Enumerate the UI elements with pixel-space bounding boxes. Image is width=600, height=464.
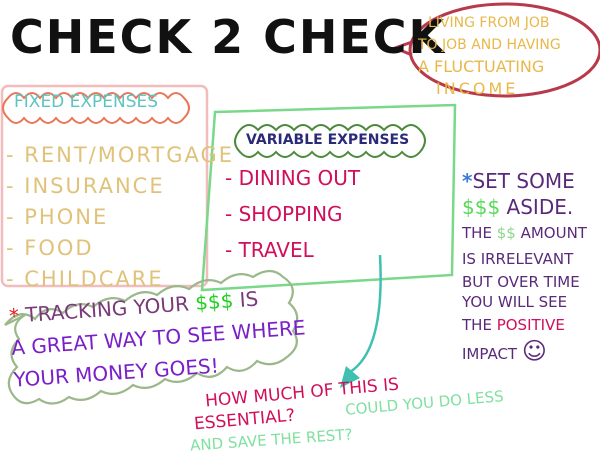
money-text: $$$ [194, 288, 235, 315]
list-item: - PHONE [6, 205, 109, 229]
variable-expenses-heading: VARIABLE EXPENSES [246, 132, 410, 148]
smiley-icon: ☺ [521, 337, 547, 365]
variable-heading-cloud [234, 124, 426, 158]
bubble-line: INCOME [436, 79, 519, 98]
arrow-head [340, 366, 360, 388]
bubble-line: LIVING FROM JOB [428, 15, 550, 31]
bubble-line: TO JOB AND HAVING [418, 37, 561, 53]
list-item: - INSURANCE [6, 174, 165, 198]
note-text: YOU WILL SEE [462, 293, 568, 311]
tracking-cloud [4, 269, 299, 405]
note-text: ASIDE. [506, 195, 574, 219]
list-item: - RENT/MORTGAGE [6, 143, 235, 167]
fixed-heading-cloud [2, 92, 190, 124]
fixed-expenses-heading: FIXED EXPENSES [14, 92, 159, 112]
list-item: - SHOPPING [225, 202, 343, 226]
star-icon: * [8, 303, 20, 328]
list-item: - TRAVEL [225, 238, 314, 262]
list-item: - FOOD [6, 236, 94, 260]
list-item: - CHILDCARE [6, 267, 164, 291]
star-icon: * [462, 169, 473, 193]
positive-text: POSITIVE [496, 316, 565, 334]
note-text: IS [238, 286, 260, 312]
note-text: THE [462, 316, 492, 334]
speech-bubble [408, 2, 600, 98]
tracking-note: * TRACKING YOUR $$$ IS A GREAT WAY TO SE… [8, 279, 309, 395]
note-text: IS IRRELEVANT [462, 250, 574, 268]
note-text: THE [462, 224, 492, 242]
arrow [349, 254, 382, 374]
fixed-expenses-list: - RENT/MORTGAGE - INSURANCE - PHONE - FO… [6, 140, 234, 295]
set-aside-note: *SET SOME $$$ ASIDE. THE $$ AMOUNT IS IR… [462, 168, 587, 367]
note-text: IMPACT [462, 345, 518, 363]
note-text: BUT OVER TIME [462, 273, 580, 291]
variable-expenses-list: - DINING OUT - SHOPPING - TRAVEL [225, 160, 360, 268]
speech-bubble-text: LIVING FROM JOB TO JOB AND HAVING A FLUC… [418, 12, 561, 100]
money-text: $$ [496, 224, 516, 242]
page-title: CHECK 2 CHECK [10, 10, 447, 64]
bubble-line: A FLUCTUATING [418, 57, 545, 76]
list-item: - DINING OUT [225, 166, 361, 190]
note-text: SET SOME [472, 169, 575, 193]
money-text: $$$ [462, 195, 501, 219]
speech-bubble-tail [390, 40, 413, 57]
note-text: AMOUNT [520, 224, 587, 242]
fixed-expenses-box [0, 84, 209, 288]
variable-expenses-box [200, 103, 457, 292]
